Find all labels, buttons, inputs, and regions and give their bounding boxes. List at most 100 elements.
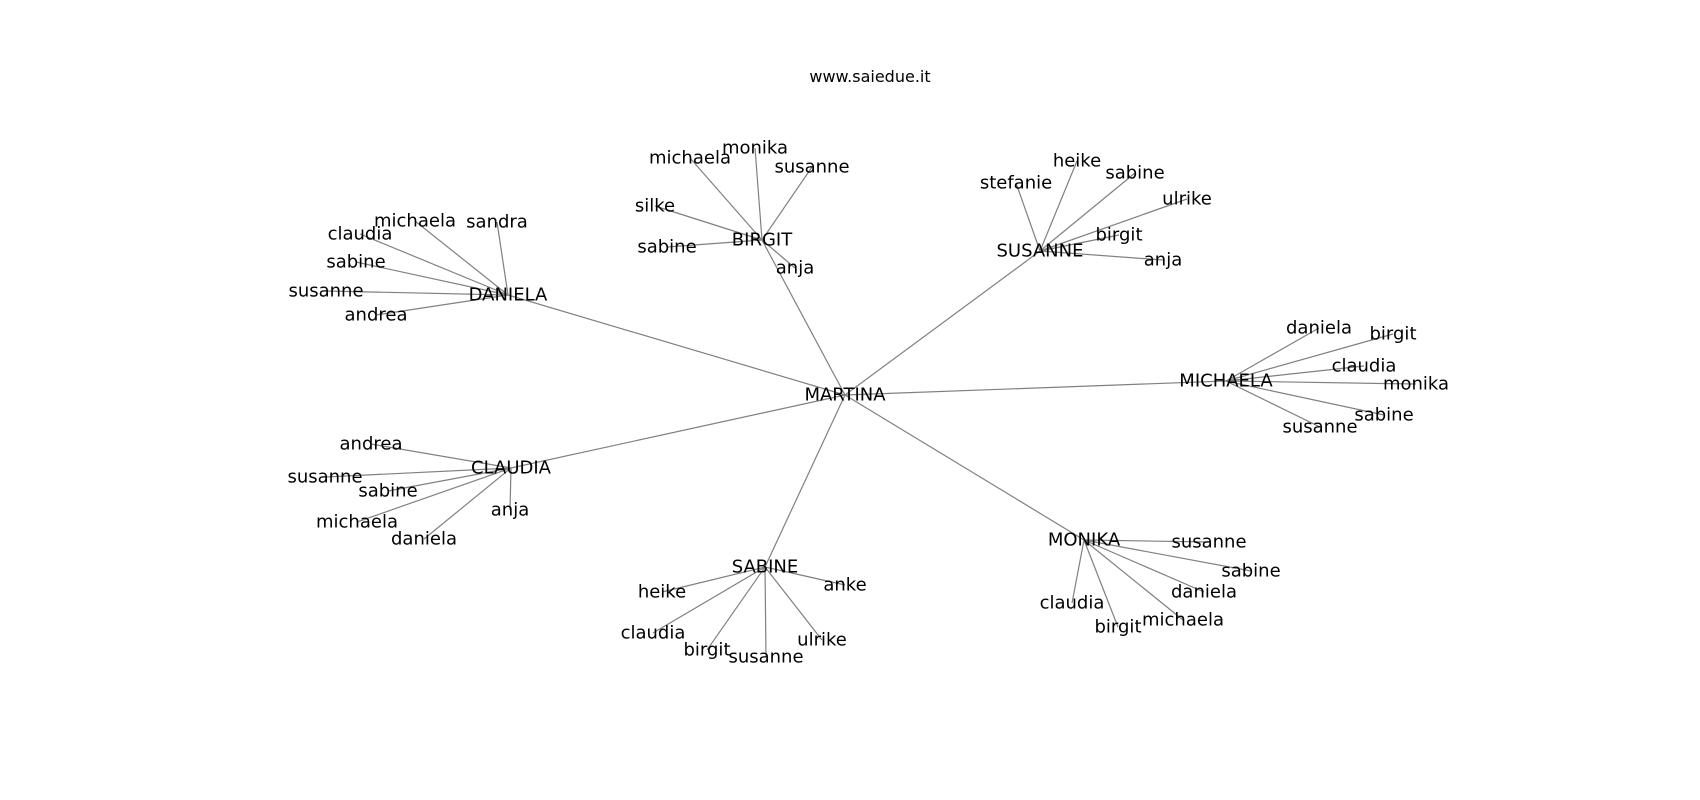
leaf-node-michaela-claudia: claudia: [1332, 356, 1397, 377]
leaf-node-susanne-birgit: birgit: [1096, 225, 1143, 246]
leaf-node-birgit-silke: silke: [635, 196, 675, 217]
leaf-node-michaela-sabine: sabine: [1354, 405, 1413, 426]
leaf-node-daniela-michaela: michaela: [374, 211, 456, 232]
leaf-node-susanne-stefanie: stefanie: [980, 173, 1052, 194]
edge-susanne-birgit: [1039, 234, 1120, 252]
edge-birgit-michaela: [689, 157, 763, 241]
leaf-node-claudia-sabine: sabine: [358, 481, 417, 502]
edge-center-claudia: [510, 394, 846, 469]
leaf-node-sabine-susanne: susanne: [728, 647, 803, 668]
labels-layer: MARTINA DANIELA michaela sandra claudia sabin…: [287, 138, 1449, 668]
leaf-node-michaela-susanne: susanne: [1282, 417, 1357, 438]
leaf-node-monika-susanne: susanne: [1171, 532, 1246, 553]
leaf-node-sabine-birgit: birgit: [684, 640, 731, 661]
leaf-node-daniela-susanne: susanne: [288, 281, 363, 302]
leaf-node-daniela-andrea: andrea: [345, 305, 408, 326]
leaf-node-claudia-anja: anja: [491, 500, 529, 521]
edge-claudia-anja: [509, 467, 512, 511]
edge-michaela-monika: [1225, 380, 1417, 385]
leaf-node-susanne-heike: heike: [1053, 151, 1101, 172]
edge-daniela-sandra: [496, 221, 509, 296]
edge-monika-sabine: [1083, 539, 1252, 572]
hub-node-daniela: DANIELA: [469, 285, 548, 306]
leaf-node-michaela-birgit: birgit: [1370, 324, 1417, 345]
leaf-node-claudia-daniela: daniela: [391, 529, 457, 550]
edge-monika-michaela: [1083, 539, 1184, 621]
leaf-node-claudia-susanne: susanne: [287, 467, 362, 488]
leaf-node-birgit-michaela: michaela: [649, 148, 731, 169]
leaf-node-daniela-claudia: claudia: [328, 224, 393, 245]
leaf-node-michaela-daniela: daniela: [1286, 318, 1352, 339]
edge-susanne-stefanie: [1015, 182, 1041, 252]
edge-susanne-heike: [1039, 160, 1078, 252]
edge-center-monika: [844, 394, 1085, 541]
edge-claudia-susanne: [324, 467, 512, 478]
edge-sabine-anke: [764, 566, 846, 586]
edge-michaela-claudia: [1225, 365, 1365, 382]
edge-daniela-michaela: [414, 220, 509, 296]
leaf-node-monika-daniela: daniela: [1171, 582, 1237, 603]
leaf-node-susanne-anja: anja: [1144, 250, 1182, 271]
edge-center-sabine: [764, 394, 846, 568]
edge-center-michaela: [844, 380, 1227, 396]
leaf-node-monika-claudia: claudia: [1040, 593, 1105, 614]
hub-node-michaela: MICHAELA: [1179, 371, 1273, 392]
leaf-node-birgit-sabine: sabine: [637, 237, 696, 258]
hub-node-sabine: SABINE: [732, 557, 799, 578]
leaf-node-sabine-anke: anke: [823, 575, 866, 596]
edge-daniela-claudia: [359, 233, 509, 296]
edge-michaela-susanne: [1225, 380, 1321, 428]
edge-claudia-sabine: [387, 467, 512, 492]
edge-monika-claudia: [1071, 539, 1085, 604]
edge-michaela-daniela: [1225, 327, 1320, 382]
edge-sabine-ulrike: [764, 566, 823, 641]
leaf-node-monika-birgit: birgit: [1095, 617, 1142, 638]
center-node-label: MARTINA: [804, 385, 886, 406]
edge-susanne-sabine: [1039, 172, 1136, 252]
leaf-node-monika-sabine: sabine: [1221, 561, 1280, 582]
leaf-node-birgit-susanne: susanne: [774, 157, 849, 178]
edge-claudia-daniela: [423, 467, 512, 540]
edges-layer: [324, 147, 1417, 658]
edge-sabine-claudia: [652, 566, 766, 634]
leaf-node-sabine-claudia: claudia: [621, 623, 686, 644]
edge-michaela-sabine: [1225, 380, 1385, 416]
leaf-node-daniela-sandra: sandra: [466, 212, 528, 233]
leaf-node-michaela-monika: monika: [1383, 374, 1449, 395]
edge-susanne-ulrike: [1039, 198, 1188, 252]
edge-sabine-heike: [661, 566, 766, 593]
edge-claudia-andrea: [370, 443, 512, 469]
edge-susanne-anja: [1039, 250, 1164, 261]
edge-birgit-susanne: [761, 166, 813, 241]
edge-claudia-michaela: [356, 467, 512, 523]
hub-node-susanne: SUSANNE: [997, 241, 1084, 262]
edge-monika-birgit: [1083, 539, 1119, 628]
edge-monika-susanne: [1083, 539, 1210, 543]
leaf-node-birgit-anja: anja: [776, 258, 814, 279]
edge-birgit-sabine: [666, 239, 763, 248]
leaf-node-birgit-monika: monika: [722, 138, 788, 159]
edge-center-birgit: [761, 239, 846, 396]
leaf-node-claudia-michaela: michaela: [316, 512, 398, 533]
edge-sabine-susanne: [764, 566, 767, 658]
leaf-node-monika-michaela: michaela: [1142, 610, 1224, 631]
edge-birgit-anja: [761, 239, 796, 269]
edge-center-susanne: [844, 250, 1041, 396]
edge-sabine-birgit: [706, 566, 766, 651]
edge-monika-daniela: [1083, 539, 1205, 593]
edge-center-daniela: [507, 294, 846, 396]
hub-node-monika: MONIKA: [1048, 530, 1121, 551]
leaf-node-daniela-sabine: sabine: [326, 252, 385, 273]
leaf-node-sabine-heike: heike: [638, 582, 686, 603]
leaf-node-susanne-ulrike: ulrike: [1162, 189, 1212, 210]
edge-daniela-sabine: [355, 261, 509, 296]
leaf-node-susanne-sabine: sabine: [1105, 163, 1164, 184]
hub-node-claudia: CLAUDIA: [471, 458, 552, 479]
edge-birgit-silke: [654, 205, 763, 241]
edge-daniela-andrea: [375, 294, 509, 316]
leaf-node-claudia-andrea: andrea: [340, 434, 403, 455]
edge-daniela-susanne: [325, 290, 509, 296]
edge-michaela-birgit: [1225, 333, 1394, 382]
